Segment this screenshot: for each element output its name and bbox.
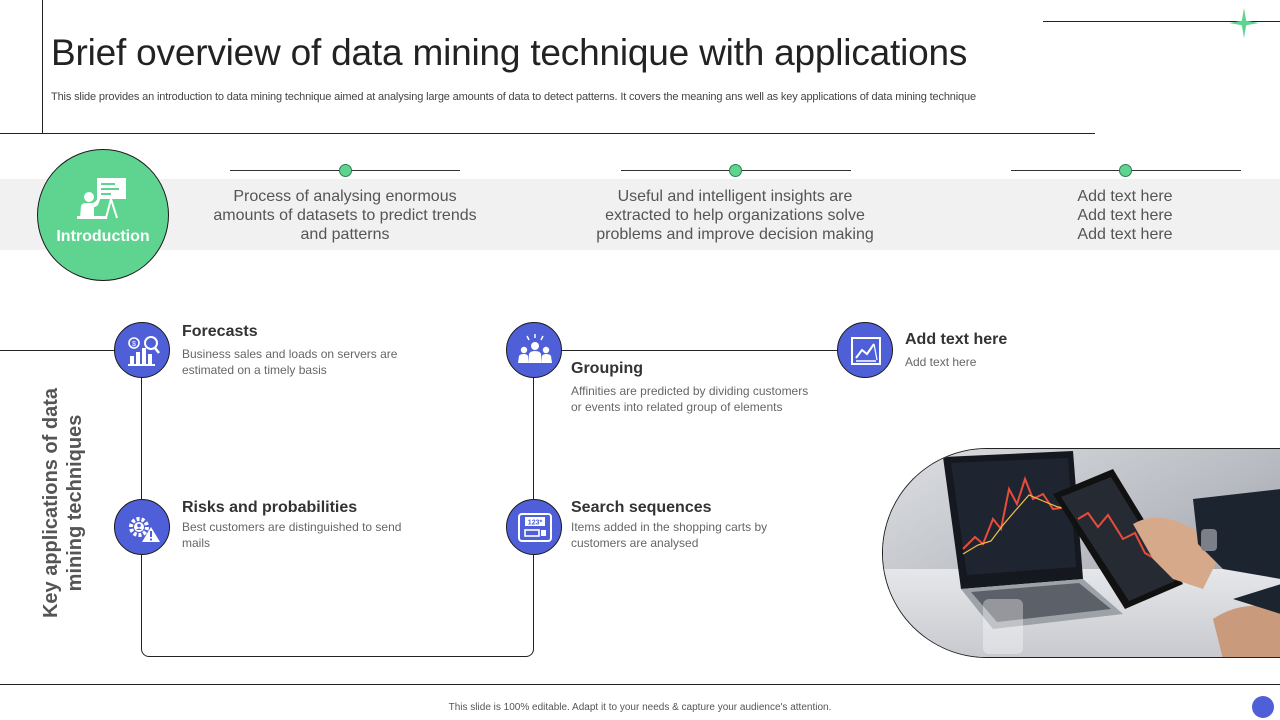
custom-item-desc: Add text here	[905, 355, 977, 369]
title-divider-vertical	[42, 0, 43, 133]
intro-column-1-text: Process of analysing enormous amounts of…	[213, 188, 477, 243]
forecasts-icon-circle: $	[114, 322, 170, 378]
intro-column-2-text: Useful and intelligent insights are extr…	[596, 188, 874, 243]
trading-photo	[882, 448, 1280, 658]
risks-icon-circle	[114, 499, 170, 555]
intro-column-2-dot	[729, 164, 742, 177]
group-people-icon	[518, 334, 552, 363]
forecasts-desc: Business sales and loads on servers are …	[182, 347, 398, 377]
grouping-desc: Affinities are predicted by dividing cus…	[571, 384, 809, 414]
svg-text:$: $	[132, 341, 136, 348]
title-divider-horizontal	[0, 133, 1095, 134]
search-sequences-icon-circle: 123*	[506, 499, 562, 555]
intro-column-3-text: Add text here Add text here Add text her…	[1077, 188, 1173, 243]
trading-photo-illustration	[883, 449, 1280, 657]
risks-title: Risks and probabilities	[182, 499, 358, 516]
presentation-icon	[77, 178, 126, 219]
search-sequences-title: Search sequences	[571, 499, 712, 516]
intro-column-3-dot	[1119, 164, 1132, 177]
intro-circle	[37, 149, 169, 281]
risks-desc: Best customers are distinguished to send…	[182, 520, 402, 550]
forecasts-title: Forecasts	[182, 323, 258, 340]
grouping-title: Grouping	[571, 360, 643, 377]
intro-band	[0, 179, 1280, 250]
footer-note: This slide is 100% editable. Adapt it to…	[448, 702, 832, 713]
page-subtitle: This slide provides an introduction to d…	[51, 91, 976, 103]
applications-heading: Key applications of data mining techniqu…	[40, 387, 86, 619]
sequence-search-icon: 123*	[518, 513, 552, 542]
intro-label: Introduction	[56, 228, 150, 245]
page-title: Brief overview of data mining technique …	[51, 32, 968, 73]
footer-dot	[1252, 696, 1274, 718]
connector-left	[0, 350, 141, 351]
custom-item-title: Add text here	[905, 331, 1008, 348]
forecast-chart-icon: $	[128, 336, 160, 366]
svg-text:123*: 123*	[528, 520, 543, 527]
line-chart-icon	[851, 337, 881, 365]
custom-item-icon-circle	[837, 322, 893, 378]
intro-column-1-dot	[339, 164, 352, 177]
footer-divider	[0, 684, 1280, 685]
risk-gear-icon	[129, 517, 160, 542]
search-sequences-desc: Items added in the shopping carts by cus…	[571, 520, 768, 550]
decorative-line	[1043, 21, 1280, 22]
sparkle-icon	[1229, 8, 1259, 38]
connector-middle	[534, 350, 864, 351]
grouping-icon-circle	[506, 322, 562, 378]
